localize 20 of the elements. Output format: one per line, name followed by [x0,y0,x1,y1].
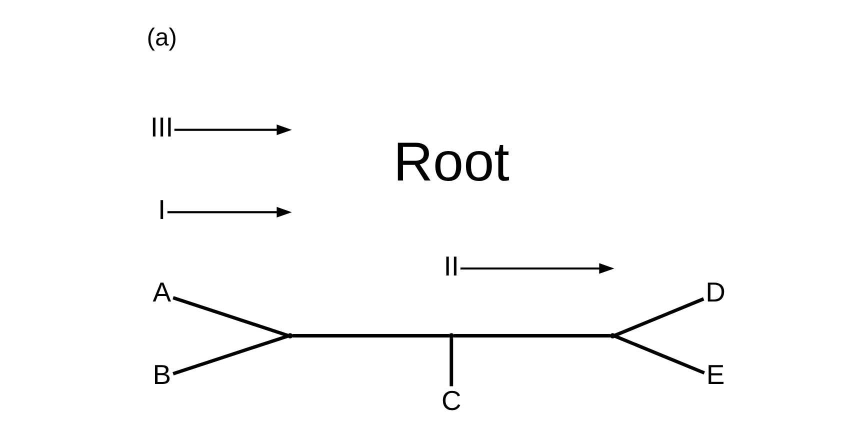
node-text: C [440,384,461,416]
node-text: D [705,276,725,307]
node-text: I [158,194,166,225]
node-text: II [443,250,459,281]
node-text: E [706,358,724,390]
connector [172,334,288,375]
node-point [448,332,454,338]
label: (a) [146,24,176,51]
connector [449,338,453,386]
connector [172,296,288,337]
node-text: B [152,358,171,390]
node-text: III [150,111,173,142]
connector [614,296,704,337]
node-point [287,332,292,338]
connector [453,334,610,337]
node-text: A [152,276,171,307]
connector [292,334,449,337]
label: Root [392,130,509,192]
node-point [609,332,615,338]
connector [614,334,704,374]
